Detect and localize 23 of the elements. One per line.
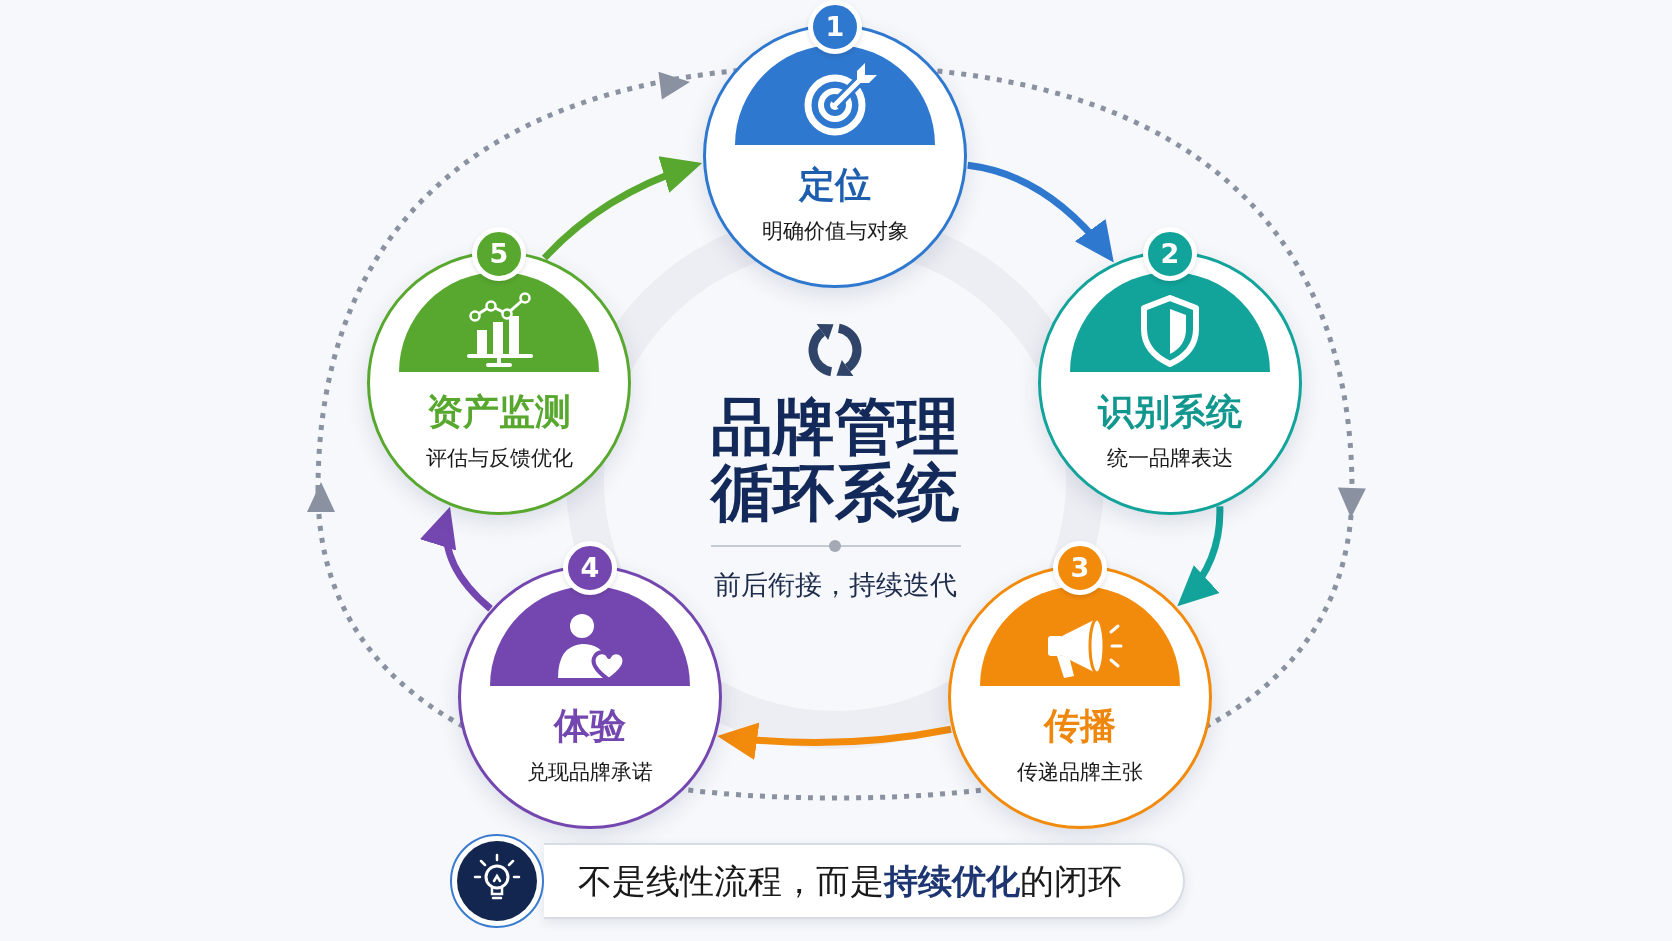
title: 品牌管理循环系统 [709,394,960,526]
step-description: 传递品牌主张 [1017,759,1143,786]
note-text: 不是线性流程，而是持续优化的闭环 [578,860,1122,903]
step-title: 体验 [554,704,626,748]
number-badge: 1 [808,0,862,54]
arrow [967,161,1117,265]
step-title: 传播 [1044,704,1116,748]
step-title: 定位 [799,163,871,207]
number-badge: 4 [563,541,617,595]
number-badge: 3 [1053,541,1107,595]
subtitle: 前后衔接，持续迭代 [713,568,957,602]
step-title: 资产监测 [427,390,571,434]
number-badge: 5 [472,227,526,281]
step-title: 识别系统 [1098,390,1242,434]
arrow [421,505,493,612]
number-badge: 2 [1143,227,1197,281]
arrow [716,721,952,760]
step-description: 评估与反馈优化 [425,445,573,472]
step-description: 明确价值与对象 [761,218,909,245]
step-description: 统一品牌表达 [1107,445,1233,472]
step-description: 兑现品牌承诺 [527,759,653,786]
arrow [541,157,704,261]
note-pill [544,843,1185,919]
